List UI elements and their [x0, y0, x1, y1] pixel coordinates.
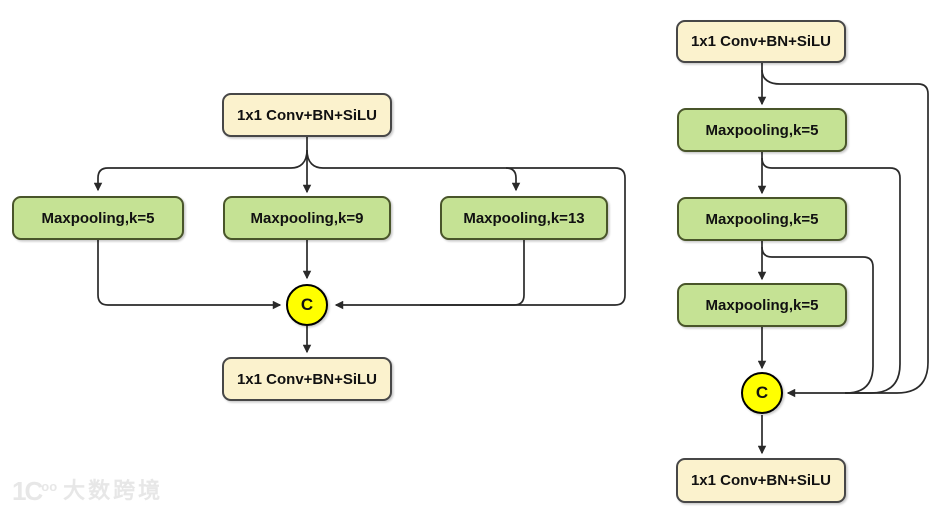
left-pool1-to-concat-arrow — [97, 240, 282, 310]
right-bypass-outer — [761, 69, 929, 394]
left-diagram-connectors — [93, 137, 626, 354]
left-maxpool-k9-block: Maxpooling,k=9 — [223, 196, 391, 240]
left-branch-bypass-to-concat-arrow — [306, 149, 626, 310]
right-conv-bottom-block: 1x1 Conv+BN+SiLU — [676, 458, 846, 503]
left-branch-to-pool3-arrow — [505, 167, 521, 192]
right-maxpool3-block: Maxpooling,k=5 — [677, 283, 847, 327]
watermark: 1Coo 大数跨境 — [12, 478, 163, 504]
left-conv-top-block: 1x1 Conv+BN+SiLU — [222, 93, 392, 137]
right-concat-node: C — [741, 372, 783, 414]
watermark-text: 大数跨境 — [63, 478, 164, 503]
left-maxpool-k13-block: Maxpooling,k=13 — [440, 196, 608, 240]
right-maxpool2-block: Maxpooling,k=5 — [677, 197, 847, 241]
right-bypass-inner — [761, 246, 874, 394]
watermark-logo-icon: 1Coo — [12, 476, 58, 506]
right-conv-top-block: 1x1 Conv+BN+SiLU — [676, 20, 846, 63]
right-maxpool1-block: Maxpooling,k=5 — [677, 108, 847, 152]
left-pool3-to-concat-merge — [420, 240, 525, 306]
left-branch-to-pool1-arrow — [93, 149, 308, 192]
left-maxpool-k5-block: Maxpooling,k=5 — [12, 196, 184, 240]
right-diagram-connectors — [757, 63, 929, 455]
left-concat-node: C — [286, 284, 328, 326]
left-conv-bottom-block: 1x1 Conv+BN+SiLU — [222, 357, 392, 401]
right-bypass-middle — [761, 157, 901, 394]
